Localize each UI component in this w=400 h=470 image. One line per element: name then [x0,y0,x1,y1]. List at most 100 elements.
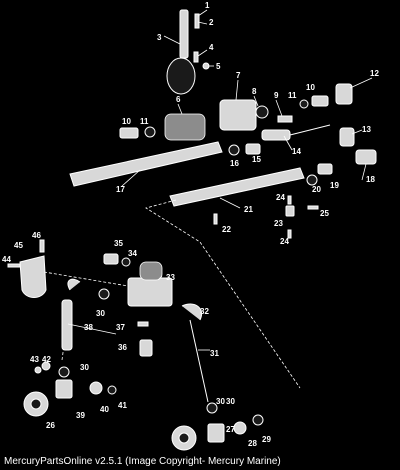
bracket-arm [179,9,189,59]
callout-label: 15 [252,155,261,164]
screw-46 [39,239,45,253]
cap-26-right-center [178,432,190,444]
callout-label: 42 [42,355,51,364]
o-ring-30-lower-left [58,366,70,378]
side-bracket [7,239,47,298]
callout-labels: 1 2 3 4 5 6 7 8 9 10 10 11 11 12 13 14 1… [2,1,379,448]
callout-label: 26 [46,421,55,430]
o-ring-29 [252,414,264,426]
pin-25 [307,205,319,210]
callout-label: 24 [276,193,285,202]
callout-label: 19 [330,181,339,190]
o-ring-34 [121,257,131,267]
copyright-footer: MercuryPartsOnline v2.5.1 (Image Copyrig… [4,456,281,467]
fitting-19 [317,163,333,175]
callout-label: 8 [252,87,257,96]
o-ring-16 [228,144,240,156]
callout-label: 11 [140,117,149,126]
tee-fitting-13 [339,127,355,147]
callout-label: 11 [288,91,297,100]
callout-label: 12 [370,69,379,78]
fitting-40 [89,381,103,395]
callout-label: 22 [222,225,231,234]
lower-fittings [23,361,264,451]
tee-27 [207,423,225,443]
filter-spring [277,115,293,123]
callout-label: 25 [320,209,329,218]
callout-label: 4 [209,43,214,52]
hose-32 [181,303,202,321]
callout-label: 20 [312,185,321,194]
bracket-bolt [194,13,200,29]
callout-label: 35 [114,239,123,248]
callout-label: 41 [118,401,127,410]
washer-42 [41,361,51,371]
callout-label: 27 [226,425,235,434]
callout-label: 3 [157,33,162,42]
fuel-rails [69,141,305,207]
rail-hardware [213,195,319,239]
callout-label: 9 [274,91,279,100]
hose-38 [61,299,73,351]
callout-label: 16 [230,159,239,168]
callout-label: 32 [200,307,209,316]
callout-label: 2 [209,18,214,27]
regulator-cap [139,261,163,281]
callout-label: 23 [274,219,283,228]
leader-lines [67,9,373,351]
filter-assembly [164,99,293,141]
cap-26-center [30,398,42,410]
callout-label: 18 [366,175,375,184]
callout-label: 30 [226,397,235,406]
callout-label: 43 [30,355,39,364]
filter-housing [164,113,206,141]
elbow-fitting-36 [139,339,153,357]
callout-label: 34 [128,249,137,258]
callout-label: 24 [280,237,289,246]
callout-label: 10 [122,117,131,126]
callout-label: 31 [210,349,219,358]
regulator-assembly [98,253,173,357]
bracket-45 [19,255,47,298]
callout-label: 38 [84,323,93,332]
callout-label: 44 [2,255,11,264]
hose-31 [189,319,209,403]
pressure-regulator [127,277,173,307]
callout-label: 36 [118,343,127,352]
callout-label: 33 [166,273,175,282]
o-ring-30-mid [98,288,110,300]
hoses [61,278,209,403]
filter-element [219,99,257,131]
callout-label: 30 [96,309,105,318]
callout-label: 7 [236,71,241,80]
fitting-10-left [119,127,139,139]
callout-label: 13 [362,125,371,134]
callout-label: 14 [292,147,301,156]
callout-label: 46 [32,231,41,240]
callout-label: 30 [216,397,225,406]
o-ring-11-left [144,126,156,138]
screw-22 [213,213,218,225]
callout-label: 17 [116,185,125,194]
callout-label: 5 [216,62,221,71]
o-ring-30-lower-right [206,402,218,414]
fitting-10-right [311,95,329,107]
bracket-assembly [166,9,210,95]
callout-label: 40 [100,405,109,414]
screw-24-lower [287,229,292,239]
callout-label: 30 [80,363,89,372]
callout-label: 37 [116,323,125,332]
valve-23 [285,205,295,217]
bracket-bolt-lower [193,51,199,63]
hose-38-bend [67,278,81,291]
fitting-18 [355,149,377,165]
fitting-28 [233,421,247,435]
fuel-tube-14 [289,124,331,136]
bolt-44 [7,263,21,268]
dashed-line-bracket [43,271,141,289]
o-ring-20 [306,174,318,186]
fitting-35 [103,253,119,265]
fitting-15 [245,143,261,155]
